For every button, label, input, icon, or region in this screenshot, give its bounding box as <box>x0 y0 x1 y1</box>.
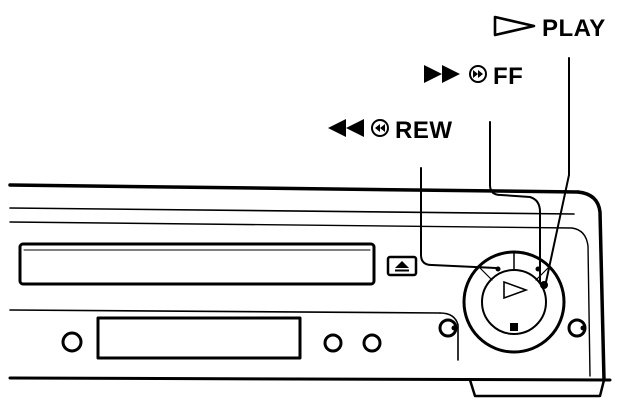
cabinet-foot <box>468 378 606 398</box>
stop-icon <box>510 323 518 331</box>
front-panel-inner-top <box>9 221 591 377</box>
play-outline-triangle-icon <box>493 14 537 43</box>
cabinet-right-curve <box>576 190 606 382</box>
rew-label-text: REW <box>395 116 453 144</box>
ff-label: FF <box>423 63 523 90</box>
ff-label-text: FF <box>493 62 524 90</box>
cassette-slot <box>18 242 376 286</box>
rew-badge-icon <box>370 118 390 143</box>
fast-forward-icon <box>423 63 463 90</box>
ff-badge-icon <box>468 64 488 89</box>
round-button-2 <box>362 333 382 353</box>
cabinet-bottom-edge <box>8 376 612 382</box>
cabinet-top-edge <box>8 183 580 194</box>
front-panel-top-edge <box>9 207 575 215</box>
rew-label: REW <box>325 117 453 144</box>
play-leader-line <box>545 57 570 283</box>
wheel-play-icon <box>503 280 529 300</box>
panel-split-curve <box>439 312 459 361</box>
rew-leader-line <box>420 167 497 269</box>
play-label-text: PLAY <box>542 14 606 42</box>
rewind-icon <box>325 117 365 144</box>
eject-icon <box>395 261 409 268</box>
display-window <box>96 316 302 360</box>
play-label: PLAY <box>493 14 606 43</box>
power-button <box>61 331 83 353</box>
ff-leader-line <box>489 121 541 283</box>
eject-button <box>386 255 418 277</box>
round-button-1 <box>323 333 343 353</box>
panel-split-line <box>9 309 441 314</box>
